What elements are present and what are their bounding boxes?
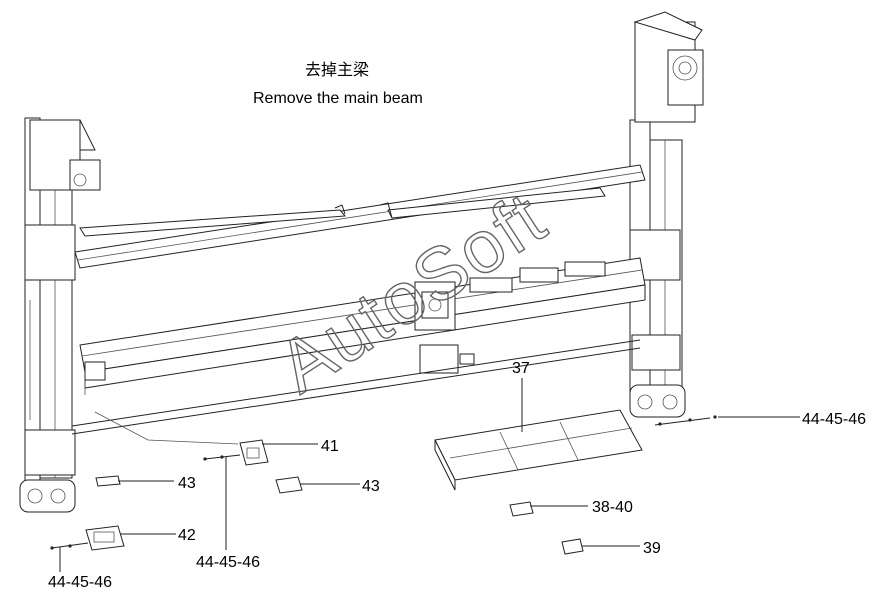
right-beam-section: [379, 187, 606, 219]
bolt-group-right: [654, 415, 717, 426]
left-beam-section: [79, 204, 347, 237]
part-41-plate: [239, 439, 269, 466]
part-39-pad: [561, 538, 584, 555]
bolt-group-mid: [203, 454, 241, 461]
part-37-cable-tray: [434, 409, 643, 491]
callout-43-mid: 43: [362, 478, 380, 495]
callout-37: 37: [512, 360, 530, 377]
part-43-pad-left: [95, 475, 121, 487]
part-42-bracket: [85, 525, 125, 551]
callout-44-45-46-mid: 44-45-46: [196, 554, 260, 571]
left-column: [19, 117, 101, 513]
callout-39: 39: [643, 540, 661, 557]
callout-38-40: 38-40: [592, 499, 633, 516]
upper-rear-beam: [74, 164, 646, 269]
callout-43-left: 43: [178, 475, 196, 492]
right-column: [629, 11, 704, 418]
carriage-block: [414, 281, 475, 374]
callout-44-45-46-right: 44-45-46: [802, 411, 866, 428]
callout-41: 41: [321, 438, 339, 455]
title-english: Remove the main beam: [253, 90, 423, 107]
lower-main-beam: [79, 257, 646, 389]
lower-front-rail: [71, 339, 641, 435]
part-38-40-pad: [509, 501, 534, 517]
bolt-group-left: [50, 542, 89, 550]
leader-lines: [59, 378, 800, 572]
title-chinese: 去掉主梁: [305, 60, 369, 79]
callout-42: 42: [178, 527, 196, 544]
part-43-pad-mid: [275, 476, 303, 494]
callout-44-45-46-left: 44-45-46: [48, 574, 112, 591]
